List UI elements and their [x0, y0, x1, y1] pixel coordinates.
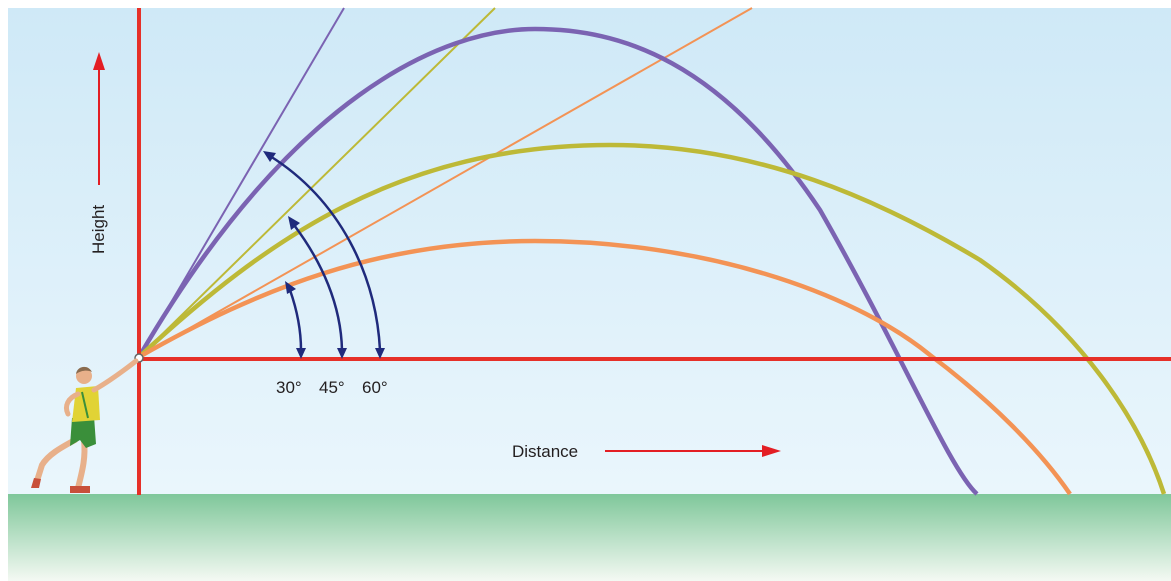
- trajectory-60-curve: [137, 26, 979, 496]
- height-arrow-head: [93, 52, 105, 70]
- angle-label-45: 45°: [319, 378, 345, 397]
- angle-label-60: 60°: [362, 378, 388, 397]
- athlete-hair: [76, 366, 92, 374]
- angle-arc-45-head-top: [288, 216, 300, 230]
- trajectory-30-curve: [137, 238, 1072, 496]
- athlete-front-shoe: [70, 486, 90, 493]
- angle-arc-30-head-bottom: [296, 348, 306, 359]
- distance-label: Distance: [512, 442, 578, 461]
- distance-arrow-head: [762, 445, 781, 457]
- height-label: Height: [89, 205, 108, 254]
- angle-arc-30: [288, 289, 303, 351]
- angle-arc-45-head-bottom: [337, 348, 347, 359]
- athlete-shorts: [70, 416, 96, 448]
- angle-arc-30-head-top: [285, 281, 296, 294]
- athlete-back-arm: [63, 391, 81, 417]
- sky-background: [8, 8, 1171, 495]
- angle-label-30: 30°: [276, 378, 302, 397]
- athlete-back-shoe: [31, 478, 41, 488]
- athlete-throwing-arm: [91, 358, 139, 393]
- ground: [8, 494, 1171, 581]
- angle-arc-60-head-top: [263, 151, 276, 162]
- athlete-figure: [31, 358, 139, 493]
- athlete-head: [76, 368, 92, 384]
- launch-line-30: [138, 7, 753, 358]
- launch-line-45: [138, 7, 496, 358]
- angle-arc-60: [269, 154, 382, 351]
- angle-arrows: [263, 151, 385, 359]
- angle-arc-60-head-bottom: [375, 348, 385, 359]
- angle-arc-45: [293, 224, 344, 351]
- athlete-singlet-trim: [81, 391, 89, 419]
